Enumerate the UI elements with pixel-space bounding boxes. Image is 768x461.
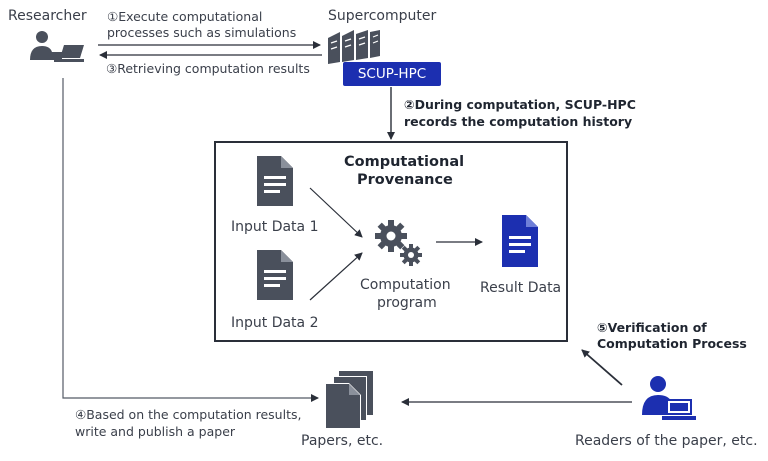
gears-icon	[375, 220, 422, 266]
papers-label: Papers, etc.	[301, 433, 384, 449]
arrow-input1-to-program	[309, 187, 363, 238]
researcher-icon	[30, 31, 84, 62]
computation-program-line1: Computation	[360, 277, 451, 293]
scup-hpc-badge: SCUP-HPC	[343, 62, 441, 86]
provenance-box	[214, 141, 568, 342]
arrow-input2-to-program	[309, 252, 363, 301]
computation-program-line2: program	[377, 295, 437, 311]
provenance-title-line2: Provenance	[357, 172, 453, 188]
step1-line2: processes such as simulations	[107, 25, 297, 40]
step3-label: ③Retrieving computation results	[106, 61, 310, 76]
input-data-1-label: Input Data 1	[231, 219, 319, 235]
server-rack-icon	[328, 30, 380, 64]
step4-line2: write and publish a paper	[75, 424, 236, 439]
researcher-label: Researcher	[8, 8, 87, 24]
reader-person-icon	[642, 376, 696, 420]
papers-stack-icon	[325, 371, 373, 429]
step4-line1: ④Based on the computation results,	[75, 407, 302, 422]
input-data-1-document-icon	[257, 156, 293, 206]
step5-line1: ⑤Verification of	[597, 320, 707, 335]
input-data-2-label: Input Data 2	[231, 315, 319, 331]
provenance-title-line1: Computational	[344, 154, 465, 170]
result-data-document-icon	[502, 215, 538, 267]
step2-line1: ②During computation, SCUP-HPC	[404, 97, 636, 112]
result-data-label: Result Data	[480, 280, 562, 296]
readers-label: Readers of the paper, etc.	[575, 433, 758, 449]
step2-line2: records the computation history	[404, 114, 633, 129]
line-researcher-to-papers	[62, 78, 319, 402]
step1-line1: ①Execute computational	[107, 9, 263, 24]
arrow-verification	[581, 349, 623, 386]
step5-line2: Computation Process	[597, 336, 747, 351]
input-data-2-document-icon	[257, 250, 293, 300]
supercomputer-label: Supercomputer	[328, 8, 437, 24]
